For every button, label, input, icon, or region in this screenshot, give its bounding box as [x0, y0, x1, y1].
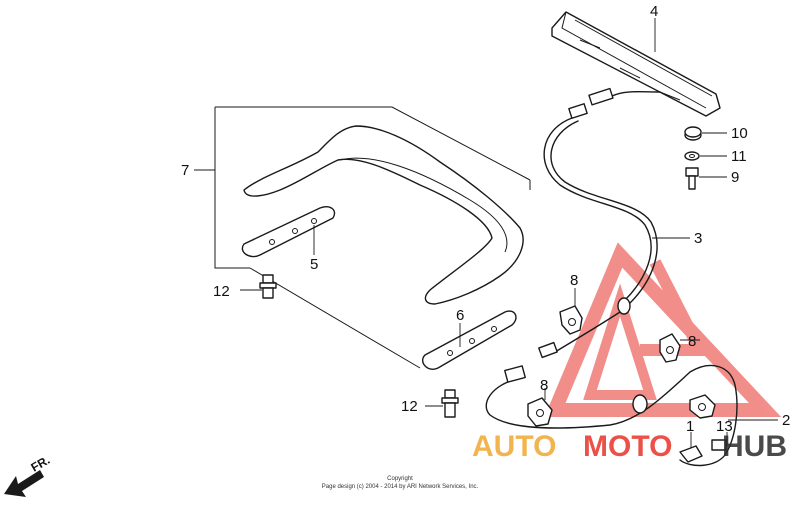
clip-part-8-d — [689, 394, 716, 419]
nut-part-10 — [684, 126, 727, 141]
watermark-text-auto: AUTO — [472, 430, 556, 463]
callout-8-a: 8 — [570, 272, 578, 289]
watermark-text-moto: MOTO — [583, 430, 672, 463]
callout-5: 5 — [310, 256, 318, 273]
callout-8-c: 8 — [540, 377, 548, 394]
clip-part-8-a — [559, 288, 583, 335]
harness-part-2 — [485, 364, 778, 467]
copyright-line-1: Copyright — [387, 476, 413, 482]
callout-11: 11 — [731, 148, 747, 165]
callout-2: 2 — [782, 412, 790, 429]
bolt-part-9 — [685, 167, 727, 190]
callout-13: 13 — [716, 418, 733, 435]
callout-10: 10 — [731, 125, 748, 142]
copyright-line-2: Page design (c) 2004 - 2014 by ARI Netwo… — [321, 484, 479, 490]
bracket-part-1 — [679, 432, 728, 463]
watermark-wordmark: AUTO MOTO HUB — [472, 430, 787, 463]
harness-part-3 — [538, 117, 690, 359]
direction-label: FR. — [29, 453, 53, 475]
callout-9: 9 — [731, 169, 739, 186]
callout-12-upper: 12 — [213, 283, 230, 300]
bolt-part-12-lower — [425, 389, 459, 418]
callout-8-b: 8 — [688, 333, 696, 350]
plate-part-6 — [421, 310, 517, 370]
front-direction-arrow-icon — [4, 470, 44, 497]
callout-12-lower: 12 — [401, 398, 418, 415]
washer-part-11 — [684, 151, 727, 161]
spoiler-outline — [243, 125, 524, 305]
bolt-part-12-upper — [240, 274, 277, 299]
group-bracket-7 — [194, 106, 531, 369]
clip-part-8-b — [659, 333, 700, 363]
clip-part-8-c — [527, 388, 553, 427]
callout-4: 4 — [650, 3, 658, 20]
watermark-text-hub: HUB — [722, 430, 787, 463]
callout-1: 1 — [686, 418, 694, 435]
callout-7: 7 — [181, 162, 189, 179]
plate-part-5 — [241, 206, 336, 258]
callout-6: 6 — [456, 307, 464, 324]
callout-3: 3 — [694, 230, 702, 247]
stop-light-part-4 — [551, 11, 721, 119]
